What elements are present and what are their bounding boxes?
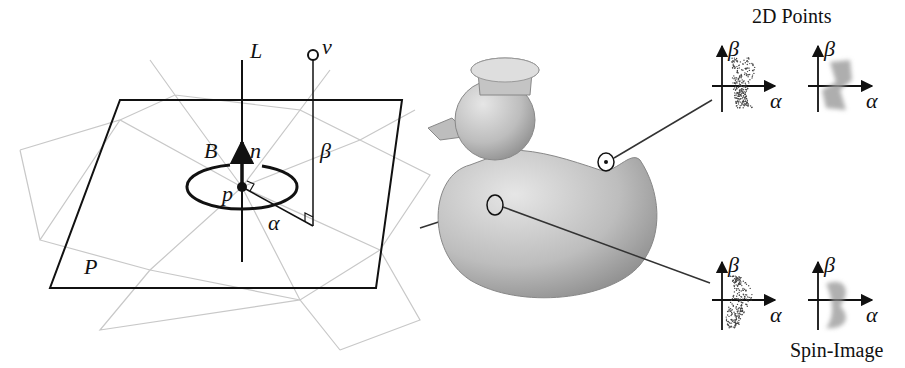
point-v	[308, 50, 318, 60]
circle-label: B	[204, 140, 217, 162]
axis-label: β	[728, 38, 739, 60]
axis-label: β	[824, 254, 835, 276]
axis-line	[241, 60, 243, 262]
caption-label: Spin-Image	[790, 340, 883, 360]
normal-label: n	[250, 140, 261, 162]
right-angle	[247, 181, 254, 191]
normal-arrow	[240, 142, 244, 187]
leader-line	[614, 100, 712, 158]
axis-label: α	[770, 90, 782, 112]
plot-axes	[712, 46, 872, 330]
axis-label: L	[250, 40, 262, 62]
axis-label: α	[866, 90, 878, 112]
point-label: p	[222, 183, 233, 205]
alpha-label: α	[268, 212, 280, 234]
point-label: v	[322, 36, 332, 58]
mesh-lines	[20, 60, 430, 350]
beta-line	[312, 60, 314, 226]
duck-model	[428, 58, 657, 298]
leader-line	[503, 207, 710, 283]
heading-label: 2D Points	[752, 6, 831, 26]
axis-label: β	[728, 254, 739, 276]
axis-label: α	[866, 304, 878, 326]
spin-image	[822, 60, 852, 328]
right-angle	[305, 213, 313, 222]
spin-circle	[187, 165, 297, 209]
plane-label: P	[84, 256, 97, 278]
point-cloud	[726, 57, 756, 328]
beta-label: β	[320, 140, 331, 162]
axis-label: β	[824, 38, 835, 60]
tangent-plane	[50, 100, 402, 288]
axis-label: α	[770, 304, 782, 326]
